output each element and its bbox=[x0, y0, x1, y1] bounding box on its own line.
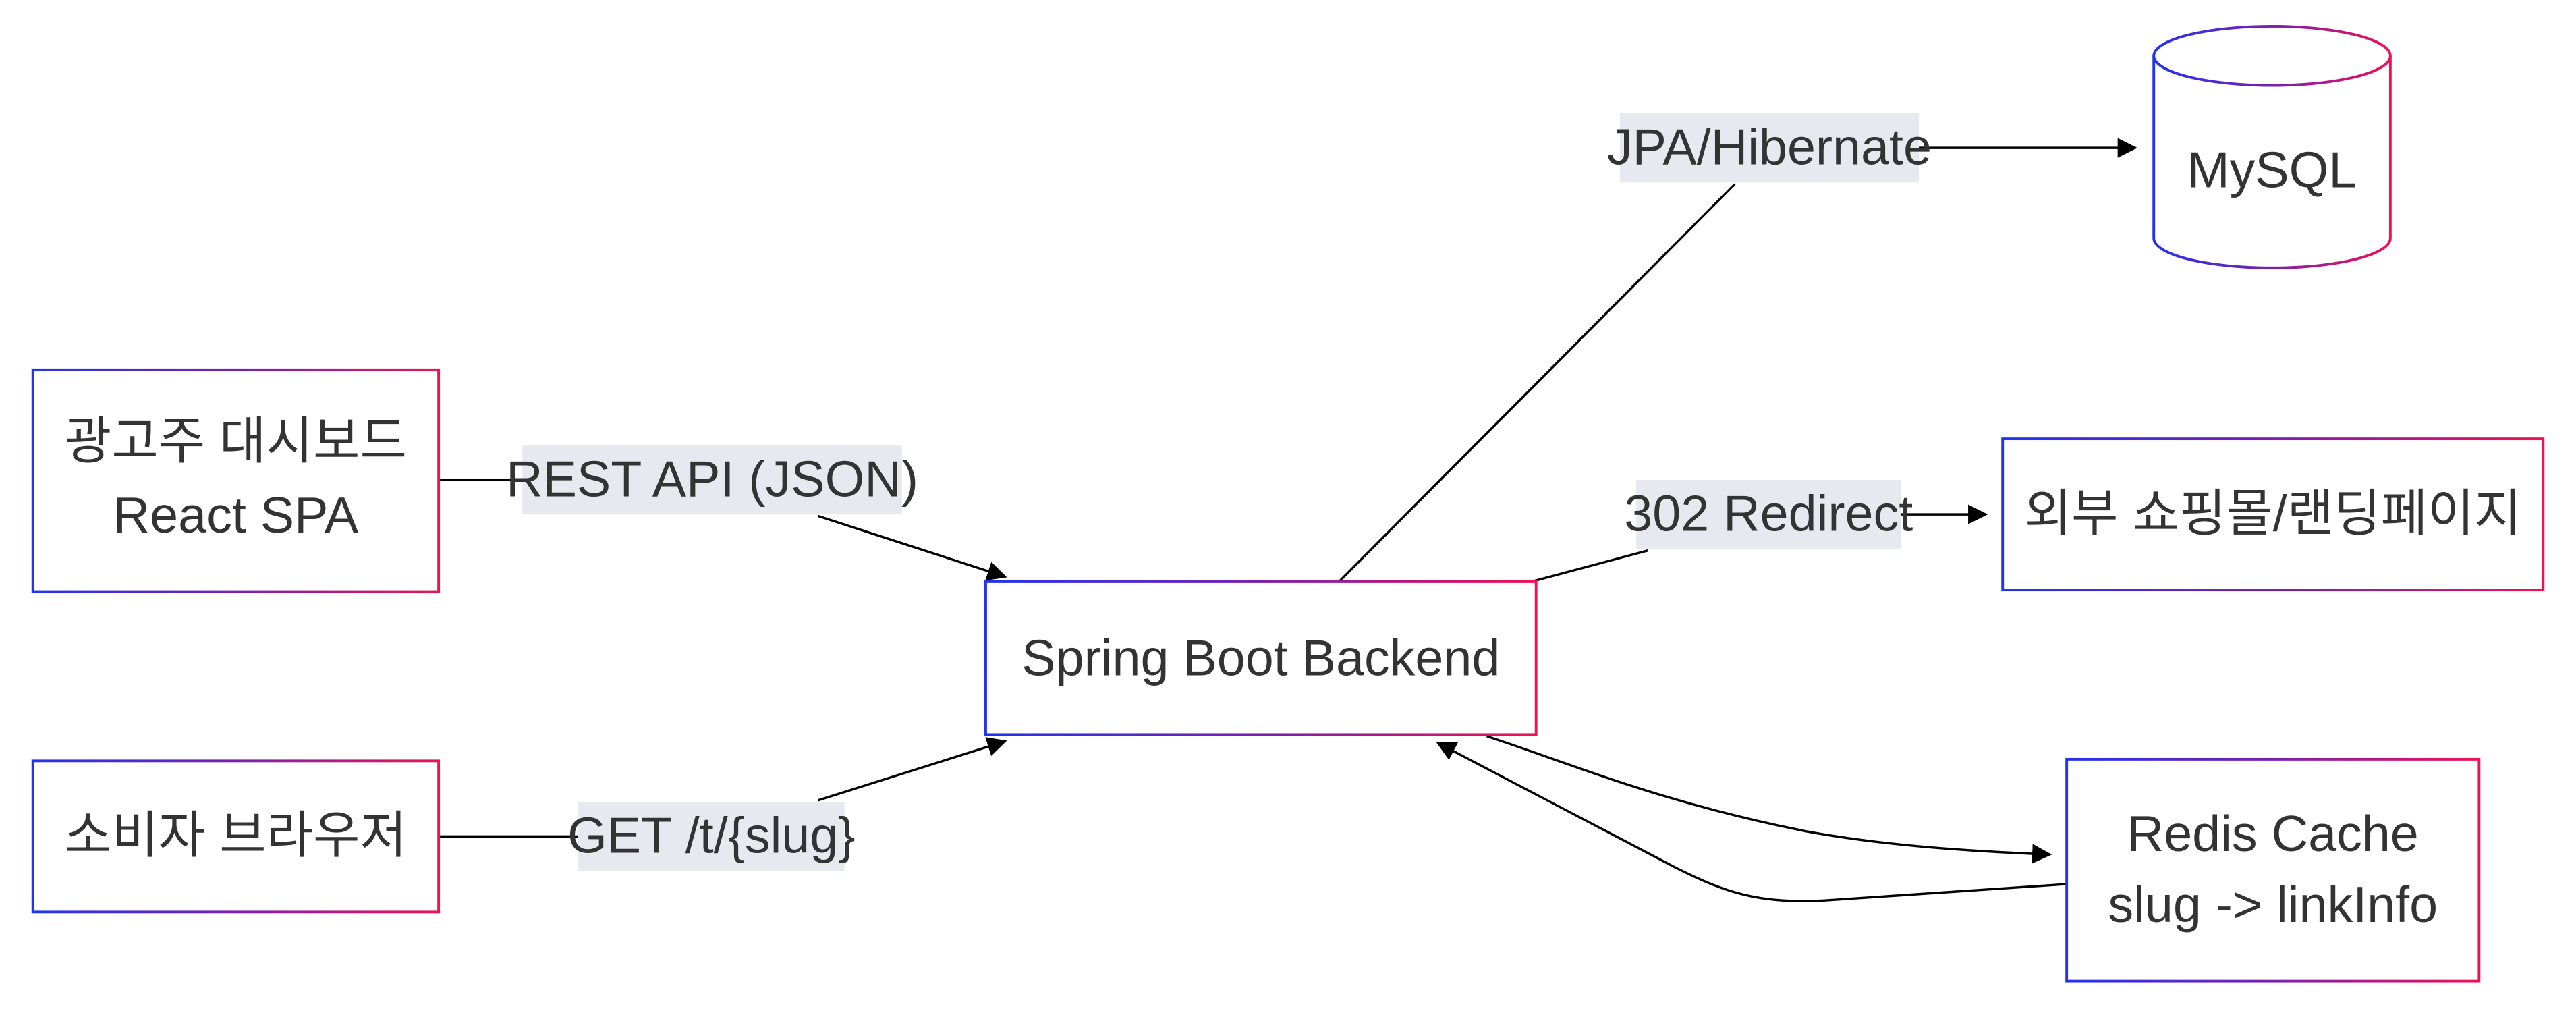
node-backend-label: Spring Boot Backend bbox=[1021, 630, 1500, 686]
node-browser-label: 소비자 브라우저 bbox=[65, 807, 407, 864]
edge-label-jpa-text: JPA/Hibernate bbox=[1607, 118, 1932, 175]
node-redis-line1: Redis Cache bbox=[2127, 805, 2419, 862]
edge-browser-to-backend bbox=[439, 741, 1005, 838]
edge-label-rest-api: REST API (JSON) bbox=[506, 445, 918, 515]
edge-line-rest-api bbox=[439, 479, 1005, 577]
node-backend: Spring Boot Backend bbox=[984, 580, 1538, 736]
node-redis: Redis Cache slug -> linkInfo bbox=[2065, 757, 2481, 983]
edge-line-cache-lookup bbox=[1486, 735, 2052, 864]
edge-label-redirect: 302 Redirect bbox=[1624, 479, 1913, 549]
edge-line-jpa bbox=[1338, 183, 1736, 583]
database-cylinder-body bbox=[2152, 25, 2392, 269]
node-mysql: MySQL bbox=[2152, 25, 2392, 269]
edge-dashboard-to-backend bbox=[439, 479, 1005, 577]
edge-line-cache-response bbox=[1436, 742, 2067, 902]
node-browser: 소비자 브라우저 bbox=[31, 759, 441, 914]
node-mysql-label: MySQL bbox=[2187, 142, 2357, 198]
node-dashboard: 광고주 대시보드 React SPA bbox=[31, 368, 441, 593]
edge-backend-to-external bbox=[1530, 504, 1988, 583]
node-external: 외부 쇼핑몰/랜딩페이지 bbox=[2001, 437, 2545, 592]
edge-label-jpa: JPA/Hibernate bbox=[1607, 113, 1932, 183]
edge-backend-to-mysql bbox=[1338, 138, 2137, 583]
edge-label-get-slug-text: GET /t/{slug} bbox=[567, 807, 856, 864]
edge-label-redirect-text: 302 Redirect bbox=[1624, 485, 1913, 541]
edge-line-redirect bbox=[1530, 549, 1648, 583]
node-external-label: 외부 쇼핑몰/랜딩페이지 bbox=[2025, 485, 2521, 541]
node-redis-line2: slug -> linkInfo bbox=[2108, 876, 2438, 933]
edge-label-get-slug: GET /t/{slug} bbox=[567, 802, 856, 871]
edge-line-get-slug bbox=[439, 741, 1005, 838]
node-dashboard-line1: 광고주 대시보드 bbox=[65, 412, 407, 469]
edge-label-rest-api-text: REST API (JSON) bbox=[506, 450, 918, 507]
node-dashboard-line2: React SPA bbox=[113, 487, 359, 543]
edge-backend-to-redis bbox=[1486, 735, 2052, 864]
database-cylinder-rim bbox=[2152, 55, 2392, 87]
edge-redis-to-backend bbox=[1436, 742, 2067, 902]
